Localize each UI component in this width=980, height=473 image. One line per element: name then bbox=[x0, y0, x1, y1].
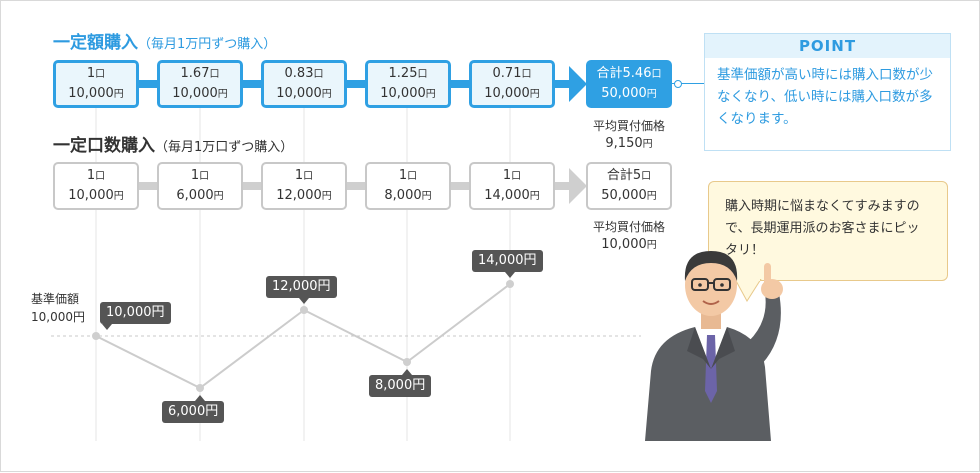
fixed-units-box: 1口 6,000円 bbox=[157, 162, 243, 210]
y-axis-reference-value: 10,000円 bbox=[31, 310, 85, 324]
row1-arrow bbox=[553, 66, 587, 102]
speech-bubble: 購入時期に悩まなくてすみますので、長期運用派のお客さまにピッタリ！ bbox=[708, 181, 948, 281]
fixed-units-box: 1口 14,000円 bbox=[469, 162, 555, 210]
box-units: 0.71口 bbox=[492, 66, 532, 81]
row1-connector bbox=[137, 80, 157, 88]
box-amount: 10,000円 bbox=[276, 86, 332, 101]
data-label-pointer bbox=[102, 324, 112, 330]
box-amount: 10,000円 bbox=[68, 86, 124, 101]
data-label-pointer bbox=[299, 298, 309, 304]
box-amount: 14,000円 bbox=[484, 188, 540, 203]
avg-value: 10,000円 bbox=[601, 237, 657, 252]
row1-connector bbox=[345, 80, 365, 88]
fixed-units-heading: 一定口数購入（毎月1万口ずつ購入） bbox=[53, 131, 293, 156]
y-axis-title: 基準価額 bbox=[31, 292, 80, 306]
point-text: 基準価額が高い時には購入口数が少なくなり、低い時には購入口数が多くなります。 bbox=[717, 67, 933, 127]
row2-connector bbox=[137, 182, 157, 190]
point-panel: POINT 基準価額が高い時には購入口数が少なくなり、低い時には購入口数が多くな… bbox=[704, 33, 951, 151]
total-units: 合計5.46口 bbox=[596, 66, 662, 81]
data-point bbox=[92, 332, 100, 340]
fixed-amount-box: 1.25口 10,000円 bbox=[365, 60, 451, 108]
fixed-units-box: 1口 10,000円 bbox=[53, 162, 139, 210]
fixed-amount-box: 1口 10,000円 bbox=[53, 60, 139, 108]
row2-connector bbox=[449, 182, 469, 190]
data-point bbox=[403, 358, 411, 366]
data-point bbox=[300, 306, 308, 314]
data-point bbox=[506, 280, 514, 288]
avg-value: 9,150円 bbox=[605, 136, 653, 151]
y-axis-label: 基準価額 10,000円 bbox=[31, 290, 85, 326]
row2-connector bbox=[345, 182, 365, 190]
box-units: 0.83口 bbox=[284, 66, 324, 81]
box-amount: 10,000円 bbox=[172, 86, 228, 101]
fixed-amount-box: 0.83口 10,000円 bbox=[261, 60, 347, 108]
fixed-amount-box: 1.67口 10,000円 bbox=[157, 60, 243, 108]
box-amount: 8,000円 bbox=[384, 188, 432, 203]
box-units: 1口 bbox=[398, 168, 418, 183]
speech-bubble-tail bbox=[734, 279, 762, 302]
fixed-units-box: 1口 8,000円 bbox=[365, 162, 451, 210]
fixed-units-total-box: 合計5口 50,000円 bbox=[586, 162, 672, 210]
data-label: 10,000円 bbox=[100, 302, 171, 324]
fixed-units-box: 1口 12,000円 bbox=[261, 162, 347, 210]
fixed-units-average: 平均買付価格 10,000円 bbox=[574, 218, 684, 255]
businessman-illustration bbox=[645, 251, 783, 441]
box-amount: 10,000円 bbox=[484, 86, 540, 101]
box-units: 1口 bbox=[190, 168, 210, 183]
data-label-pointer bbox=[505, 272, 515, 278]
data-label: 6,000円 bbox=[162, 401, 225, 423]
total-amount: 50,000円 bbox=[601, 86, 657, 101]
box-units: 1口 bbox=[86, 66, 106, 81]
box-units: 1.67口 bbox=[180, 66, 220, 81]
data-point bbox=[196, 384, 204, 392]
box-units: 1口 bbox=[502, 168, 522, 183]
row2-arrow bbox=[553, 168, 587, 204]
point-title: POINT bbox=[705, 34, 950, 58]
fixed-amount-subtitle: （毎月1万円ずつ購入） bbox=[138, 37, 277, 52]
total-amount: 50,000円 bbox=[601, 188, 657, 203]
box-units: 1口 bbox=[86, 168, 106, 183]
data-label: 14,000円 bbox=[472, 250, 543, 272]
fixed-amount-heading: 一定額購入（毎月1万円ずつ購入） bbox=[53, 28, 276, 53]
total-units: 合計5口 bbox=[606, 168, 652, 183]
box-amount: 10,000円 bbox=[380, 86, 436, 101]
point-link-line bbox=[672, 83, 705, 84]
row2-connector bbox=[241, 182, 261, 190]
box-units: 1.25口 bbox=[388, 66, 428, 81]
data-label: 8,000円 bbox=[369, 375, 432, 397]
row1-connector bbox=[449, 80, 469, 88]
fixed-amount-title: 一定額購入 bbox=[53, 33, 138, 53]
fixed-units-subtitle: （毎月1万口ずつ購入） bbox=[155, 140, 294, 155]
box-amount: 10,000円 bbox=[68, 188, 124, 203]
fixed-amount-total-box: 合計5.46口 50,000円 bbox=[586, 60, 672, 108]
data-label: 12,000円 bbox=[266, 276, 337, 298]
box-amount: 12,000円 bbox=[276, 188, 332, 203]
fixed-units-title: 一定口数購入 bbox=[53, 136, 155, 156]
box-units: 1口 bbox=[294, 168, 314, 183]
data-label-pointer bbox=[402, 369, 412, 375]
point-link-dot bbox=[674, 80, 682, 88]
avg-label: 平均買付価格 bbox=[592, 220, 665, 234]
row1-connector bbox=[241, 80, 261, 88]
fixed-amount-box: 0.71口 10,000円 bbox=[469, 60, 555, 108]
fixed-amount-average: 平均買付価格 9,150円 bbox=[574, 117, 684, 154]
box-amount: 6,000円 bbox=[176, 188, 224, 203]
avg-label: 平均買付価格 bbox=[592, 119, 665, 133]
speech-text: 購入時期に悩まなくてすみますので、長期運用派のお客さまにピッタリ！ bbox=[725, 199, 920, 258]
data-label-pointer bbox=[195, 395, 205, 401]
